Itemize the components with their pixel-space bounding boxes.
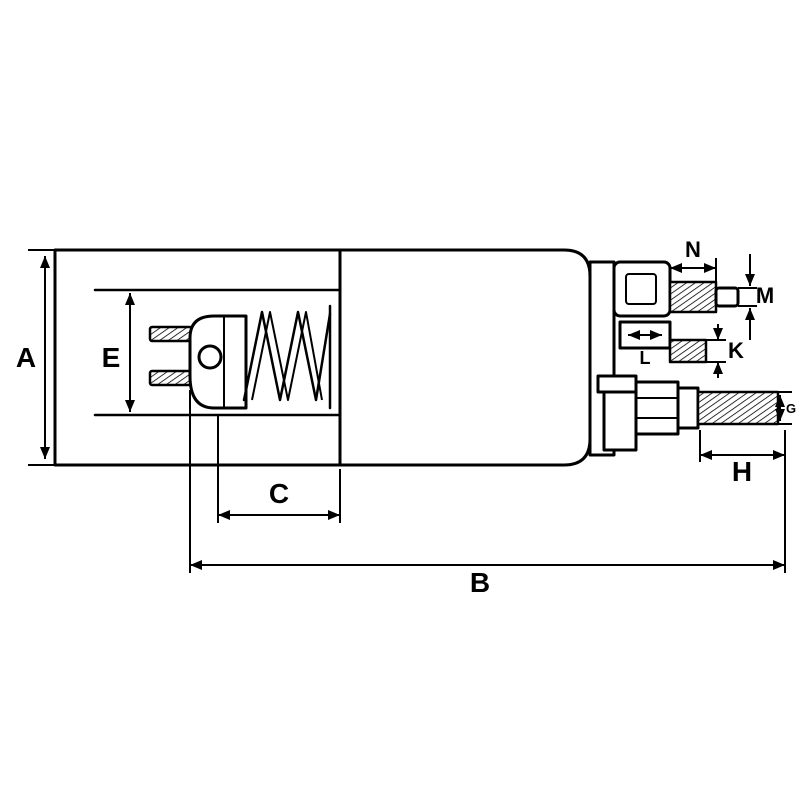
dimension-h: H [699, 430, 785, 487]
dimension-b: B [189, 390, 786, 598]
spade-terminal-tip [714, 286, 740, 308]
battery-terminal-stud [696, 390, 780, 426]
terminal-block-inner [625, 273, 657, 305]
battery-terminal-washer [676, 386, 700, 430]
dimension-n: N [670, 237, 717, 284]
dimension-e: E [102, 293, 135, 412]
return-spring-back [251, 311, 323, 401]
dim-c-label: C [269, 478, 289, 509]
dim-a-label: A [16, 342, 36, 373]
cylinder-outline [338, 248, 592, 467]
dimension-l: L [628, 330, 662, 368]
contact-body [602, 390, 638, 452]
solenoid-terminal-stud [668, 338, 708, 364]
plunger-assembly [148, 304, 332, 410]
dimension-k: K [706, 324, 744, 378]
dim-h-label: H [732, 456, 752, 487]
return-spring-front [242, 310, 332, 402]
dimension-g: G [775, 391, 796, 425]
end-cap-assembly [588, 260, 780, 457]
dim-b-label: B [470, 567, 490, 598]
fork-terminal-upper [148, 325, 194, 343]
dim-k-label: K [728, 338, 744, 363]
terminal-nut [634, 380, 680, 436]
dimension-c: C [217, 414, 341, 523]
dim-m-label: M [756, 283, 774, 308]
plunger-hole [197, 344, 223, 370]
terminal-block [612, 260, 672, 318]
dimension-m: M [738, 254, 774, 340]
contact-flange [596, 374, 638, 394]
dim-e-label: E [102, 342, 121, 373]
dim-g-label: G [786, 401, 796, 416]
dimension-a: A [16, 249, 58, 466]
fork-terminal-lower [148, 369, 194, 387]
dim-n-label: N [685, 237, 701, 262]
dim-l-label: L [640, 348, 651, 368]
spade-terminal-stud [668, 280, 718, 314]
